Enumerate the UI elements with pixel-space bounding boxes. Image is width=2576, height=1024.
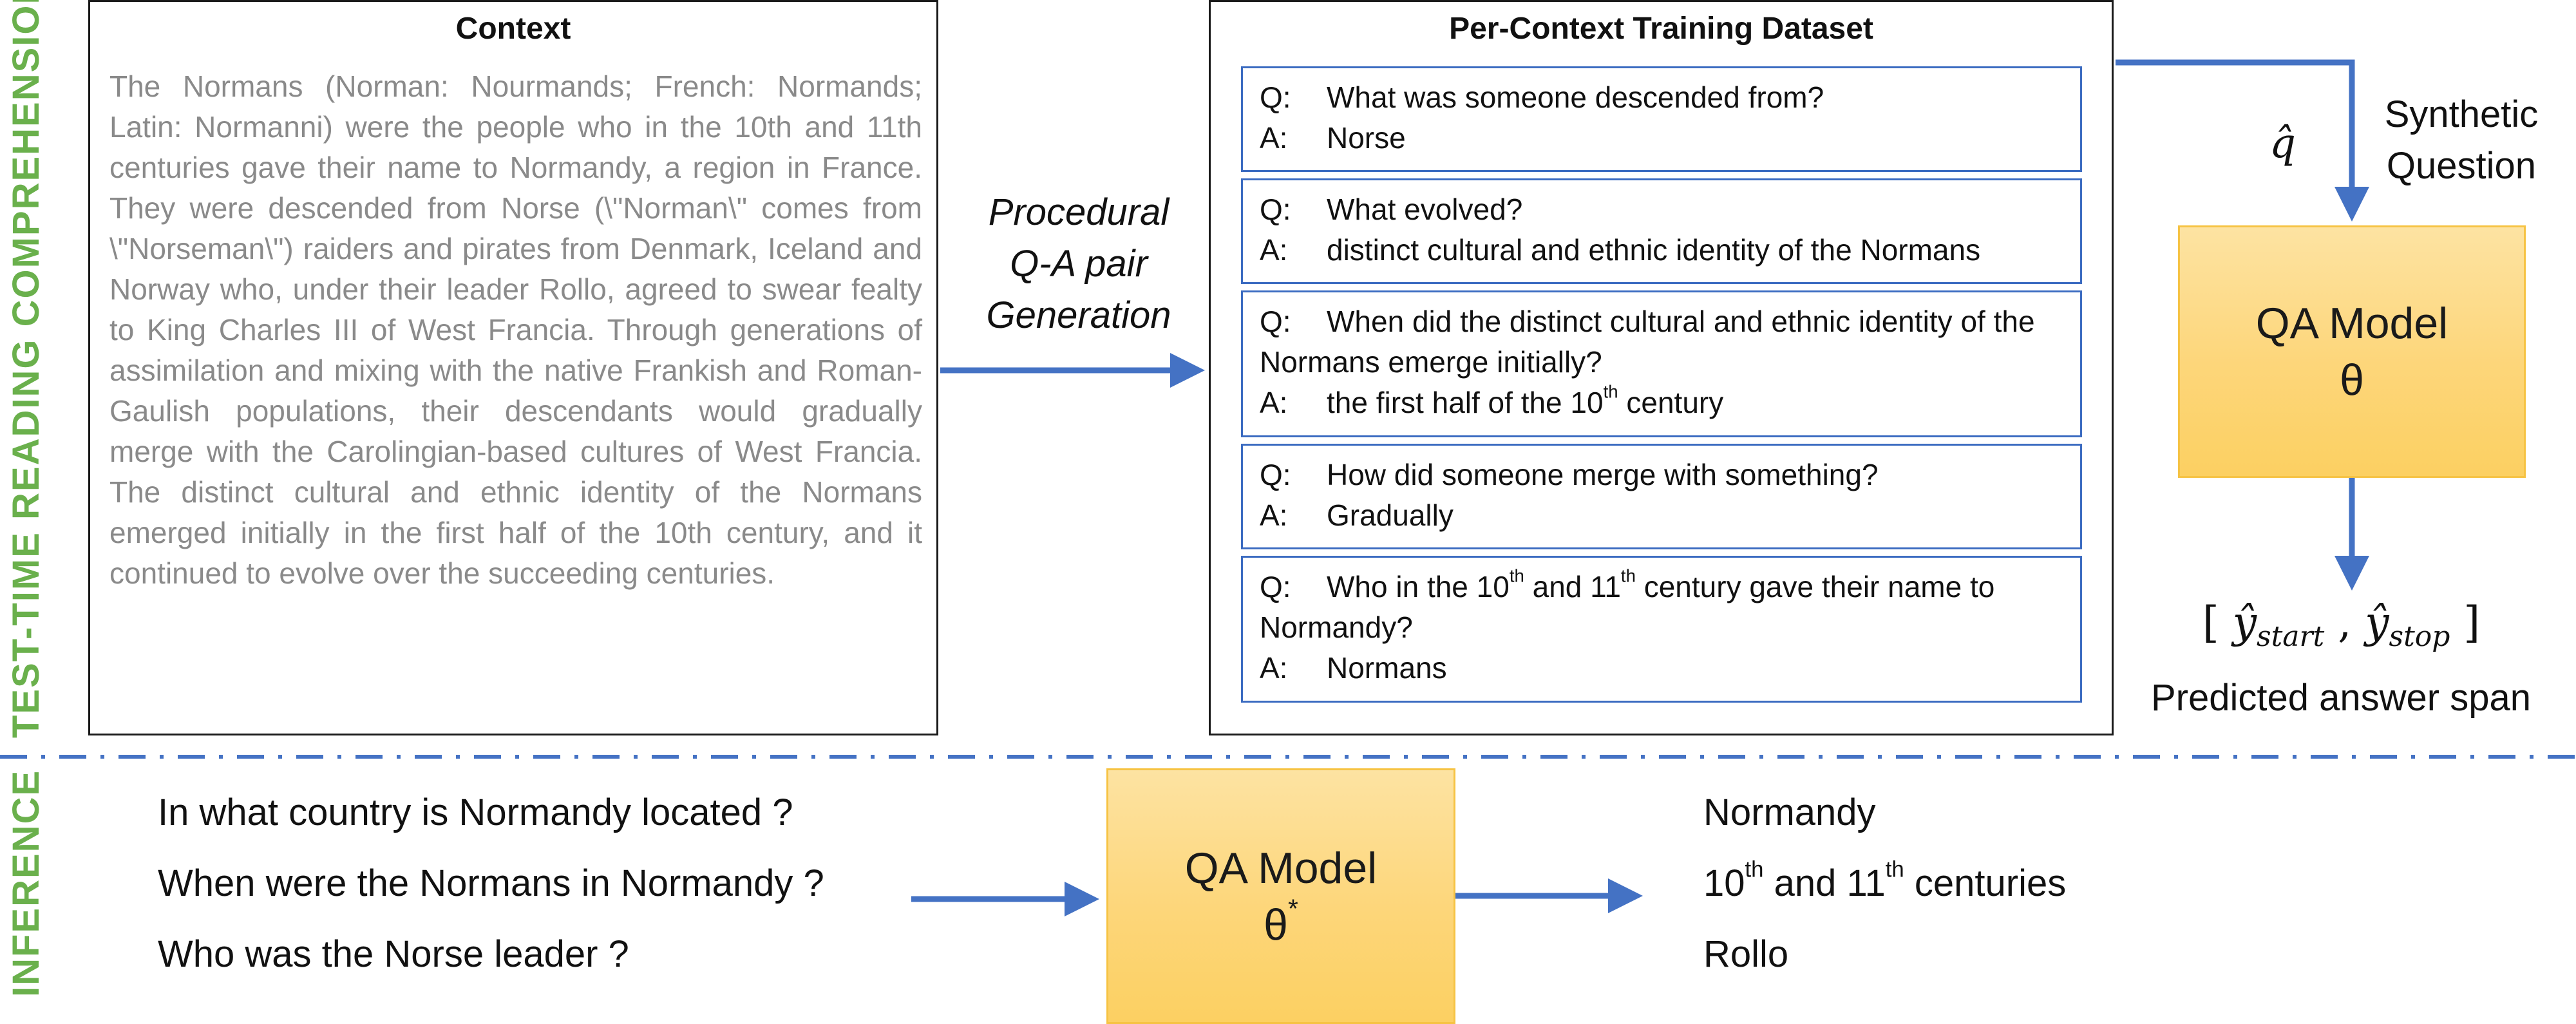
question-text: Who in the 10th and 11th century gave th… (1260, 565, 1995, 644)
y-stop-var: ŷ (2365, 598, 2389, 647)
qa-model-train: QA Model θ (2178, 225, 2526, 478)
dataset-title: Per-Context Training Dataset (1449, 12, 1873, 46)
context-title: Context (455, 12, 571, 46)
synthetic-line-1: Synthetic (2384, 93, 2539, 135)
procedural-label: Procedural Q-A pair Generation (947, 187, 1211, 341)
answer-text: Norse (1327, 121, 1406, 155)
qa-pair-1: Q: What was someone descended from? A: Nor… (1241, 66, 2082, 172)
answer-text: Gradually (1327, 498, 1454, 532)
a-prefix: A: (1260, 121, 1288, 155)
q-prefix: Q: (1260, 193, 1291, 226)
qa-pair-4: Q:How did someone merge with something? … (1241, 444, 2082, 549)
predicted-answer-caption: Predicted answer span (2151, 677, 2531, 719)
qa-pair-3: Q:When did the distinct cultural and eth… (1241, 290, 2082, 437)
inference-answer-2: 10th and 11th centuries (1703, 857, 2067, 904)
context-text: The Normans (Norman: Nourmands; French: … (109, 70, 922, 590)
y-start-var: ŷ (2232, 598, 2257, 647)
dataset-box: Per-Context Training Dataset Q: What was … (1209, 0, 2114, 735)
qa-model-inference-param: θ* (1264, 893, 1298, 949)
inference-question-2: When were the Normans in Normandy ? (158, 862, 824, 904)
inference-answer-3: Rollo (1703, 933, 1789, 975)
a-prefix: A: (1260, 233, 1288, 267)
q-hat-symbol: q̂ (2269, 120, 2296, 167)
question-text: What was someone descended from? (1327, 81, 1824, 114)
synthetic-line-2: Question (2386, 145, 2537, 187)
q-prefix: Q: (1260, 570, 1291, 603)
qa-model-inference-title: QA Model (1184, 843, 1378, 893)
qa-pair-2: Q: What evolved? A: distinct cultural and … (1241, 178, 2082, 284)
predicted-span-formula: [ ŷstart , ŷstop ] (2202, 598, 2480, 653)
close-bracket: ] (2463, 598, 2481, 647)
procedural-line-1: Procedural (988, 191, 1170, 233)
q-prefix: Q: (1260, 458, 1291, 491)
qa-pair-5: Q:Who in the 10th and 11th century gave … (1241, 556, 2082, 703)
inference-question-3: Who was the Norse leader ? (158, 933, 629, 975)
arrow-dataset-to-model (2116, 59, 2369, 222)
answer-text: the first half of the 10th century (1327, 381, 1724, 419)
open-bracket: [ (2202, 598, 2219, 647)
y-stop-sub: stop (2389, 620, 2450, 654)
y-start-sub: start (2257, 620, 2325, 654)
procedural-line-3: Generation (986, 294, 1171, 336)
comma: , (2338, 598, 2352, 647)
q-prefix: Q: (1260, 81, 1291, 114)
qa-model-param: θ (2340, 356, 2364, 404)
answer-text: distinct cultural and ethnic identity of… (1327, 233, 1981, 267)
qa-model-inference: QA Model θ* (1106, 768, 1455, 1024)
a-prefix: A: (1260, 386, 1288, 419)
context-box: Context The Normans (Norman: Nourmands; … (88, 0, 938, 735)
a-prefix: A: (1260, 651, 1288, 685)
qa-model-title: QA Model (2255, 299, 2448, 348)
a-prefix: A: (1260, 498, 1288, 532)
synthetic-question-label: Synthetic Question (2365, 89, 2558, 192)
question-text: When did the distinct cultural and ethni… (1260, 305, 2035, 379)
inference-answer-1: Normandy (1703, 792, 1876, 833)
question-text: How did someone merge with something? (1327, 458, 1879, 491)
question-text: What evolved? (1327, 193, 1523, 226)
q-prefix: Q: (1260, 305, 1291, 338)
inference-question-1: In what country is Normandy located ? (158, 792, 793, 833)
answer-text: Normans (1327, 651, 1447, 685)
procedural-line-2: Q-A pair (1010, 243, 1148, 285)
